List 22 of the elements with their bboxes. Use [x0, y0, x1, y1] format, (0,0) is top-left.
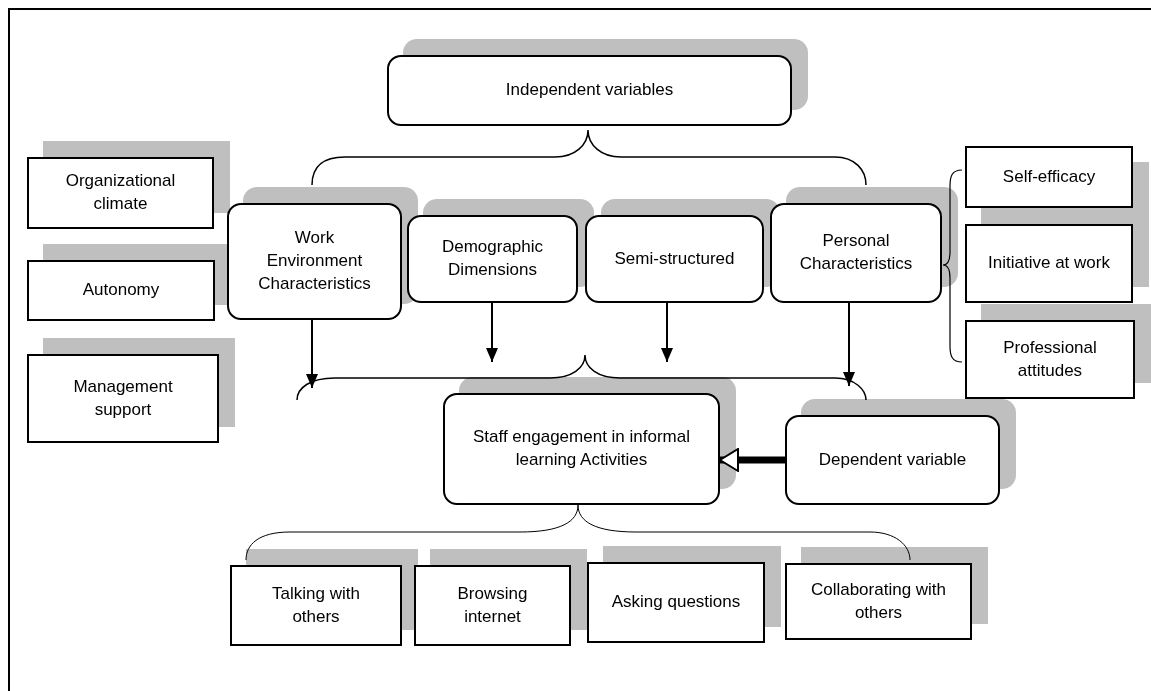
node-label: Demographic Dimensions — [440, 236, 545, 281]
node-label: Personal Characteristics — [798, 230, 914, 275]
node-label: Collaborating with others — [809, 578, 948, 624]
node-label: Work Environment Characteristics — [257, 227, 372, 295]
arrow — [843, 302, 855, 387]
node-label: Management support — [72, 375, 174, 421]
node-label: Browsing internet — [456, 582, 529, 628]
node-label: Asking questions — [611, 591, 741, 614]
arrow — [486, 302, 498, 363]
node-label: Staff engagement in informal learning Activities — [471, 426, 691, 471]
node-label: Professional attitudes — [1002, 336, 1098, 382]
node-label: Dependent variable — [818, 448, 967, 471]
node-label: Talking with others — [271, 582, 361, 628]
node-label: Self-efficacy — [1002, 165, 1096, 188]
arrow — [661, 302, 673, 363]
node-label: Autonomy — [82, 279, 160, 302]
arrow — [719, 448, 785, 472]
node-label: Independent variables — [505, 79, 674, 102]
node-label: Organizational climate — [64, 170, 177, 215]
arrow — [306, 319, 318, 389]
node-label: Semi-structured — [614, 247, 735, 270]
node-label: Initiative at work — [988, 252, 1110, 275]
